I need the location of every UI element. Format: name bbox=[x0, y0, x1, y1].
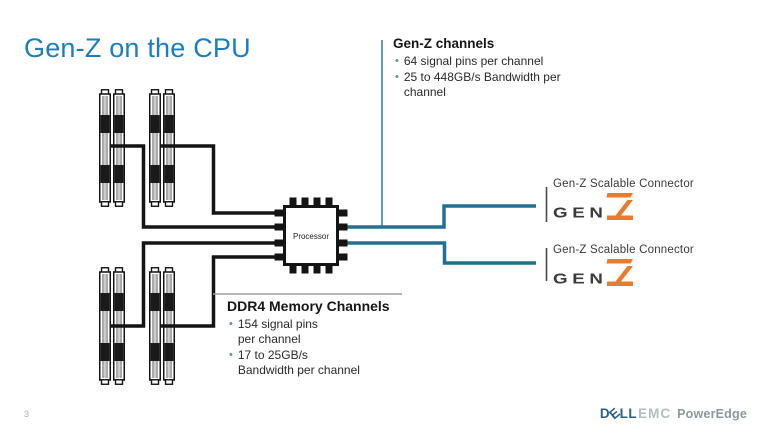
page-title: Gen-Z on the CPU bbox=[24, 33, 251, 63]
ddr4-channels-heading: DDR4 Memory Channels bbox=[227, 298, 390, 314]
genz-logo: GEN bbox=[553, 259, 694, 286]
genz-wire-upper bbox=[347, 204, 536, 229]
dimm-group-top-left bbox=[99, 89, 125, 207]
bullet-dot: • bbox=[395, 71, 399, 84]
genz-channels-bullets: • 64 signal pins per channel • 25 to 448… bbox=[393, 54, 608, 100]
bullet-item: • 64 signal pins per channel bbox=[395, 54, 544, 68]
processor-label: Processor bbox=[293, 232, 329, 241]
genz-logo-gen-text: GEN bbox=[553, 204, 608, 221]
dell-emc-poweredge-logo: DELL EMC PowerEdge bbox=[599, 404, 747, 423]
genz-channels-callout: Gen-Z channels • 64 signal pins per chan… bbox=[393, 36, 608, 101]
page-number: 3 bbox=[24, 409, 30, 419]
bullet-dot: • bbox=[229, 318, 233, 330]
bullet-item: • 17 to 25GB/s Bandwidth per channel bbox=[229, 348, 360, 377]
genz-wire-lower bbox=[347, 241, 536, 265]
emc-logo: EMC bbox=[638, 406, 672, 421]
ddr4-wire-bottom-right bbox=[160, 255, 284, 328]
connector-label: Gen-Z Scalable Connector bbox=[553, 178, 694, 190]
genz-logo: GEN bbox=[553, 193, 694, 220]
genz-channels-heading: Gen-Z channels bbox=[393, 36, 495, 51]
bullet-dot: • bbox=[395, 55, 399, 67]
connector-label: Gen-Z Scalable Connector bbox=[553, 244, 694, 256]
genz-logo-z-icon bbox=[606, 193, 633, 220]
genz-logo-gen-text: GEN bbox=[553, 270, 608, 287]
ddr4-wire-top-right bbox=[160, 144, 284, 215]
genz-connector-2: Gen-Z Scalable Connector GEN bbox=[553, 244, 694, 286]
poweredge-wordmark: PowerEdge bbox=[677, 407, 747, 421]
ddr4-channels-callout: DDR4 Memory Channels • 154 signal pins p… bbox=[227, 298, 417, 379]
bullet-item: • 25 to 448GB/s Bandwidth per channel bbox=[395, 70, 561, 100]
bullet-dot: • bbox=[229, 349, 233, 361]
processor-chip: Processor bbox=[274, 197, 348, 274]
genz-logo-z-icon bbox=[606, 259, 633, 286]
ddr4-channels-bullets: • 154 signal pins per channel • 17 to 25… bbox=[227, 317, 417, 378]
genz-connector-1: Gen-Z Scalable Connector GEN bbox=[553, 178, 694, 220]
bullet-item: • 154 signal pins per channel bbox=[229, 317, 318, 346]
ddr4-wire-top-left bbox=[110, 144, 284, 229]
dimm-group-top-right bbox=[149, 89, 175, 207]
ddr4-wire-bottom-left bbox=[110, 241, 284, 328]
dell-logo: DELL bbox=[599, 404, 638, 423]
